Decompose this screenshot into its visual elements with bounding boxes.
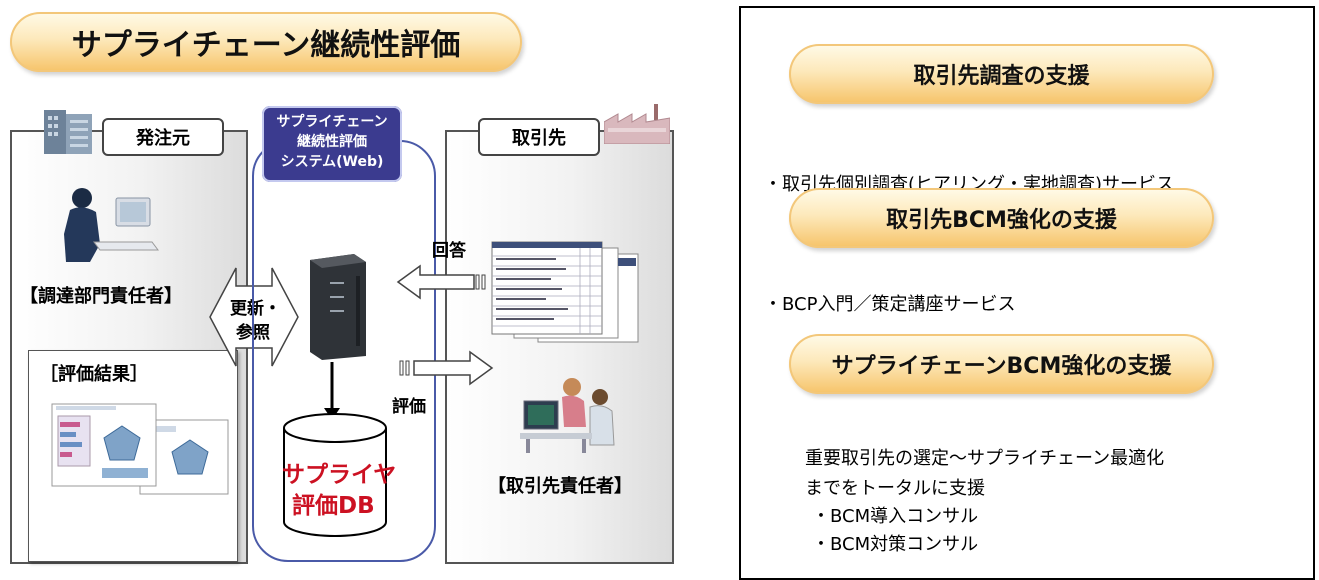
section3-desc-line2: までをトータルに支援	[805, 478, 985, 499]
section2-item: ・BCP入門／策定講座サービス	[764, 294, 1016, 315]
questionnaire-documents-icon	[491, 241, 639, 343]
section3-item1: ・BCM導入コンサル	[812, 506, 979, 527]
db-label-line1: サプライヤ	[282, 462, 397, 488]
update-reference-arrow	[209, 267, 299, 367]
system-label-line2: 継続性評価	[297, 134, 367, 150]
section3-item2: ・BCM対策コンサル	[812, 534, 979, 555]
supplier-people-icon	[520, 378, 615, 453]
system-label-line1: サプライチェーン	[276, 114, 388, 130]
main-title-pill: サプライチェーン継続性評価	[10, 12, 522, 72]
evaluation-label: 評価	[392, 397, 426, 417]
system-label-line3: システム(Web)	[280, 154, 384, 170]
section2-pill: 取引先BCM強化の支援	[789, 188, 1214, 248]
supplier-person-label: 【取引先責任者】	[488, 476, 632, 497]
server-icon	[310, 254, 366, 360]
database-cylinder-icon	[283, 413, 387, 537]
answer-label: 回答	[432, 241, 466, 261]
system-label-box: サプライチェーン 継続性評価 システム(Web)	[262, 106, 402, 182]
supplier-tab-label: 取引先	[512, 128, 566, 149]
procurement-person-icon	[64, 188, 159, 262]
supplier-tab: 取引先	[478, 118, 600, 156]
section1-pill: 取引先調査の支援	[789, 44, 1214, 104]
answer-arrow	[396, 264, 486, 300]
db-label-line2: 評価DB	[292, 493, 375, 519]
factory-icon	[604, 104, 670, 144]
evaluation-arrow	[399, 350, 494, 386]
section2-title: 取引先BCM強化の支援	[886, 208, 1117, 233]
section1-title: 取引先調査の支援	[913, 64, 1090, 89]
evaluation-report-thumbnails	[51, 403, 229, 495]
orderer-tab-label: 発注元	[136, 128, 190, 149]
main-title: サプライチェーン継続性評価	[71, 28, 461, 63]
section3-pill: サプライチェーンBCM強化の支援	[789, 334, 1214, 394]
result-label: ［評価結果］	[40, 364, 148, 385]
supplier-panel	[445, 130, 674, 564]
section3-desc-line1: 重要取引先の選定～サプライチェーン最適化	[805, 448, 1165, 469]
office-building-icon	[44, 110, 92, 154]
orderer-tab: 発注元	[102, 118, 224, 156]
section3-title: サプライチェーンBCM強化の支援	[831, 354, 1172, 379]
procurement-label: 【調達部門責任者】	[20, 286, 182, 307]
update-ref-label-line1: 更新・	[230, 299, 281, 319]
